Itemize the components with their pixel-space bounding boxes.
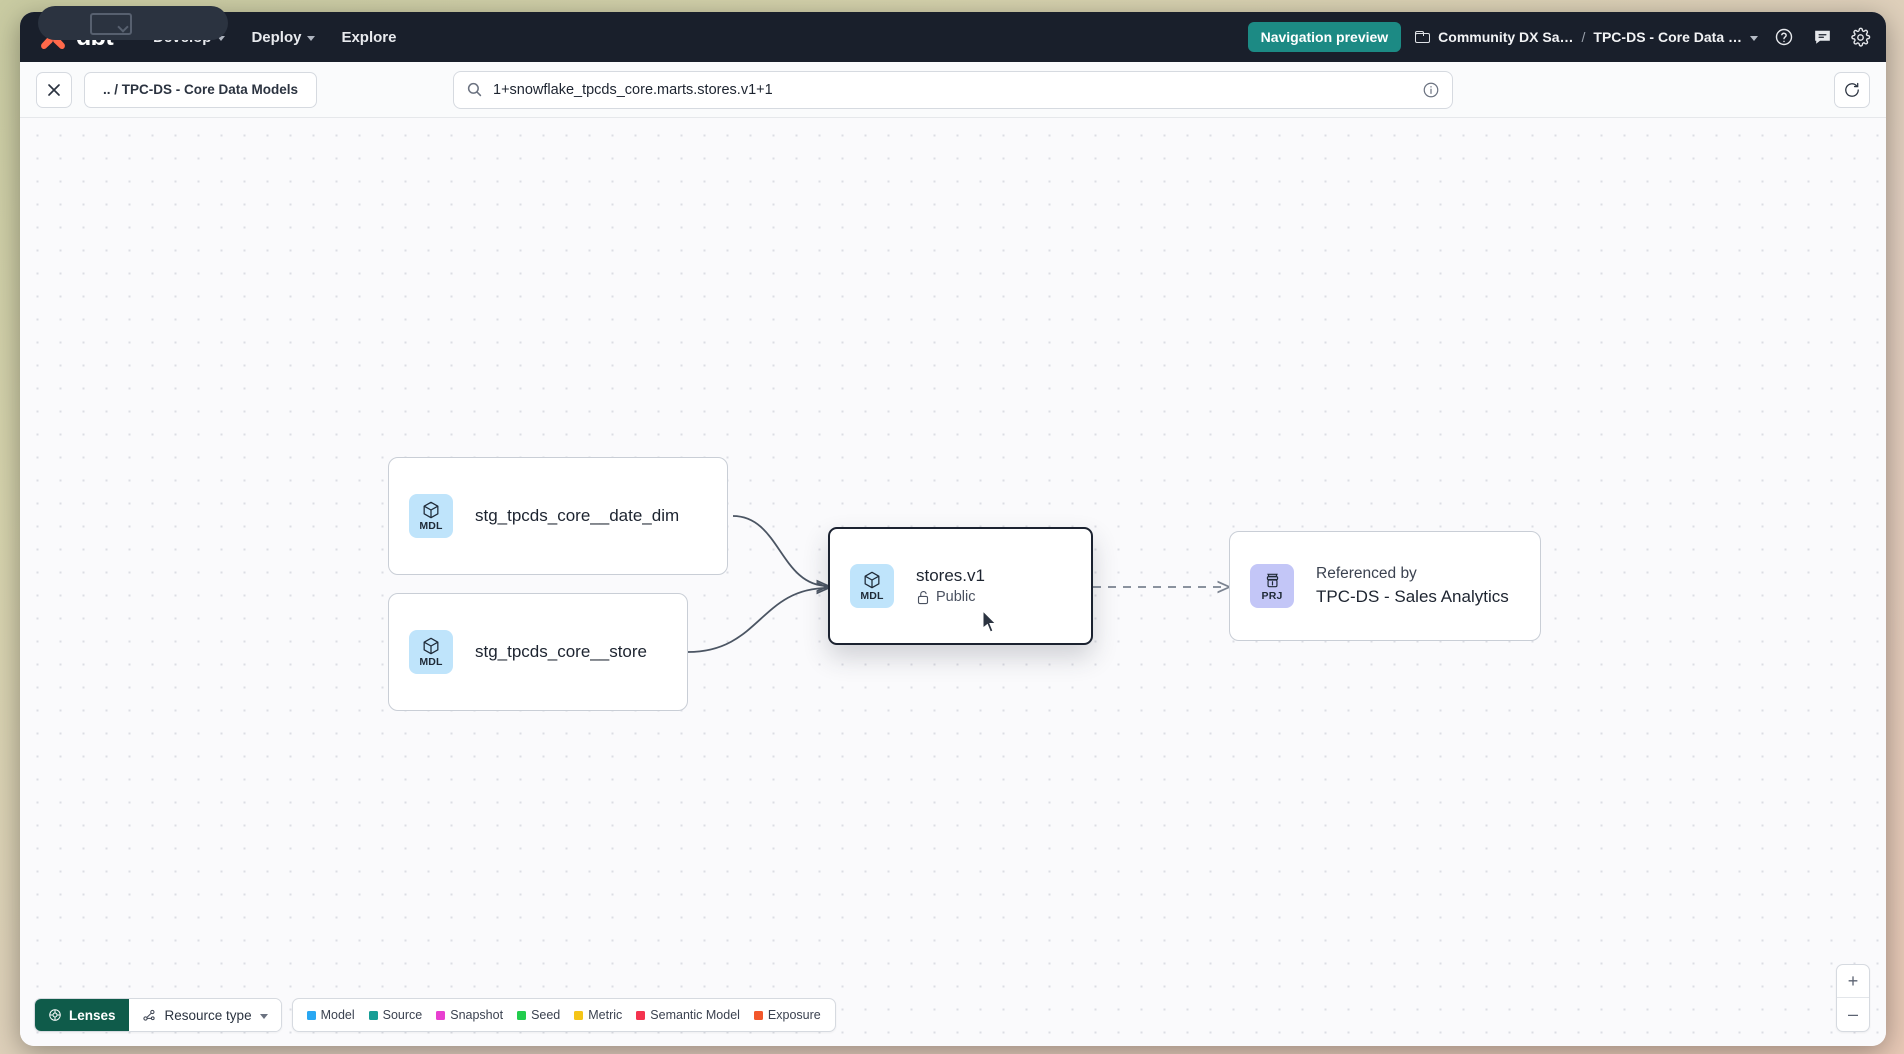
- nav-item-deploy[interactable]: Deploy: [251, 28, 316, 46]
- node-access-row: Public: [916, 589, 985, 606]
- top-navigation-bar: dbt Develop Deploy Explore Navigation pr…: [20, 12, 1886, 62]
- lineage-breadcrumb-button[interactable]: .. / TPC-DS - Core Data Models: [84, 71, 318, 108]
- nav-item-deploy-label: Deploy: [251, 28, 302, 46]
- legend-label: Snapshot: [450, 1008, 504, 1022]
- search-icon: [467, 82, 482, 97]
- lineage-node-stg-date-dim[interactable]: MDL stg_tpcds_core__date_dim: [388, 457, 728, 575]
- nav-item-explore[interactable]: Explore: [341, 29, 396, 46]
- legend-swatch: [517, 1010, 527, 1020]
- nav-item-explore-label: Explore: [341, 28, 397, 46]
- legend-label: Metric: [588, 1008, 623, 1022]
- search-input[interactable]: [493, 81, 1412, 98]
- breadcrumb-account[interactable]: Community DX Sa…: [1438, 29, 1574, 45]
- lenses-button[interactable]: Lenses: [35, 999, 129, 1031]
- account-project-breadcrumb: Community DX Sa… / TPC-DS - Core Data …: [1415, 29, 1758, 45]
- legend-swatch: [436, 1010, 446, 1020]
- node-type-badge-prj: PRJ: [1250, 564, 1294, 608]
- breadcrumb-project[interactable]: TPC-DS - Core Data …: [1593, 29, 1742, 45]
- legend-label: Semantic Model: [650, 1008, 740, 1022]
- lineage-node-referenced-by-project[interactable]: PRJ Referenced by TPC-DS - Sales Analyti…: [1229, 531, 1541, 641]
- chat-bubble-icon: [1814, 30, 1830, 44]
- refresh-lineage-button[interactable]: [1834, 71, 1870, 108]
- lenses-label: Lenses: [69, 1007, 116, 1023]
- graph-nodes-icon: [142, 1009, 155, 1021]
- cube-icon: [864, 571, 880, 589]
- lineage-canvas[interactable]: MDL stg_tpcds_core__date_dim MDL stg_tpc…: [20, 118, 1886, 1046]
- app-window: dbt Develop Deploy Explore Navigation pr…: [20, 12, 1886, 1046]
- folder-icon: [1415, 31, 1431, 43]
- legend-label: Exposure: [767, 1008, 821, 1022]
- legend-label: Model: [320, 1008, 355, 1022]
- help-button[interactable]: [1772, 25, 1796, 49]
- legend-label: Seed: [531, 1008, 561, 1022]
- zoom-out-button[interactable]: –: [1847, 1004, 1858, 1024]
- legend-swatch: [636, 1010, 646, 1020]
- node-access-label: Public: [936, 589, 976, 605]
- node-title: stg_tpcds_core__date_dim: [475, 506, 680, 525]
- chevron-down-icon: [259, 1013, 268, 1019]
- navigation-preview-button[interactable]: Navigation preview: [1247, 22, 1402, 52]
- question-circle-icon: [1775, 28, 1793, 46]
- legend-item-semantic-model: Semantic Model: [636, 1008, 740, 1022]
- zoom-in-button[interactable]: +: [1837, 965, 1869, 998]
- legend-item-source: Source: [368, 1008, 423, 1022]
- unlock-icon: [917, 591, 929, 605]
- node-type-badge-label: MDL: [419, 520, 443, 533]
- chevron-down-icon: [307, 35, 316, 41]
- resource-type-legend: Model Source Snapshot Seed: [291, 998, 836, 1032]
- lineage-bottom-toolbar: Lenses Resource type: [34, 998, 836, 1032]
- lenses-control-group: Lenses Resource type: [34, 998, 282, 1032]
- chevron-down-icon[interactable]: [1750, 36, 1758, 41]
- lineage-node-stores-v1[interactable]: MDL stores.v1 Public: [828, 527, 1093, 645]
- info-circle-icon[interactable]: [1422, 81, 1440, 99]
- legend-item-exposure: Exposure: [753, 1008, 821, 1022]
- lens-icon: [49, 1009, 61, 1021]
- settings-button[interactable]: [1848, 25, 1872, 49]
- close-icon: [48, 83, 60, 96]
- top-nav-right-cluster: Navigation preview Community DX Sa… / TP…: [1247, 22, 1872, 52]
- feedback-button[interactable]: [1810, 25, 1834, 49]
- refresh-icon: [1845, 82, 1859, 97]
- browser-tab-pill[interactable]: [38, 6, 228, 40]
- node-text-stack: Referenced by TPC-DS - Sales Analytics: [1316, 565, 1509, 607]
- node-type-badge-mdl: MDL: [409, 494, 453, 538]
- lineage-search-box[interactable]: [453, 70, 1453, 109]
- node-type-badge-mdl: MDL: [409, 630, 453, 674]
- node-type-badge-label: MDL: [419, 656, 443, 669]
- chevron-down-icon: [217, 35, 226, 41]
- node-title: stg_tpcds_core__store: [475, 642, 647, 661]
- legend-item-model: Model: [306, 1008, 355, 1022]
- legend-item-seed: Seed: [517, 1008, 560, 1022]
- node-title: TPC-DS - Sales Analytics: [1316, 586, 1509, 606]
- lineage-node-stg-store[interactable]: MDL stg_tpcds_core__store: [388, 593, 688, 711]
- node-kicker: Referenced by: [1316, 565, 1417, 582]
- project-stack-icon: [1266, 573, 1278, 588]
- node-type-badge-mdl: MDL: [850, 564, 894, 608]
- node-title: stores.v1: [916, 565, 985, 585]
- gear-icon: [1850, 27, 1870, 47]
- resource-type-label: Resource type: [164, 1007, 252, 1023]
- legend-item-metric: Metric: [574, 1008, 622, 1022]
- legend-swatch: [753, 1010, 763, 1020]
- legend-swatch: [574, 1010, 584, 1020]
- legend-swatch: [368, 1010, 378, 1020]
- node-type-badge-label: MDL: [860, 590, 884, 603]
- cube-icon: [423, 637, 439, 655]
- zoom-controls: + –: [1836, 964, 1870, 1032]
- legend-label: Source: [382, 1008, 423, 1022]
- node-text-stack: stores.v1 Public: [916, 566, 985, 607]
- tab-restore-icon: [90, 13, 132, 35]
- primary-nav-links: Develop Deploy Explore: [153, 29, 396, 46]
- legend-item-snapshot: Snapshot: [436, 1008, 503, 1022]
- breadcrumb-separator: /: [1581, 29, 1586, 45]
- cube-icon: [423, 501, 439, 519]
- close-lineage-button[interactable]: [36, 71, 72, 108]
- node-type-badge-label: PRJ: [1261, 589, 1283, 602]
- legend-swatch: [306, 1010, 316, 1020]
- lineage-toolbar: .. / TPC-DS - Core Data Models: [20, 62, 1886, 118]
- resource-type-dropdown[interactable]: Resource type: [128, 999, 281, 1031]
